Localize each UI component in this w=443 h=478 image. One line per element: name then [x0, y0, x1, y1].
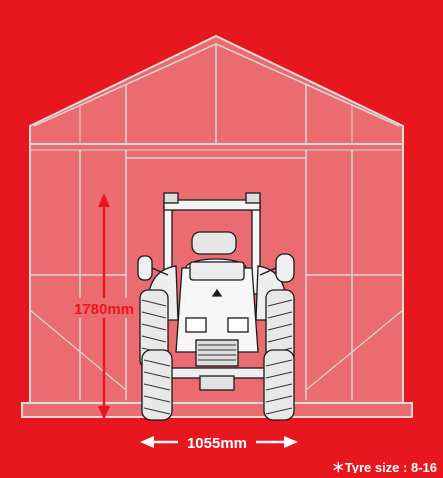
down-arrow-icon	[98, 406, 110, 420]
right-arrow-icon	[284, 436, 298, 448]
rear-tire-treads	[141, 299, 293, 355]
brace-left	[29, 309, 127, 391]
brace-right	[305, 309, 404, 391]
width-dimension: 1055mm	[140, 435, 298, 452]
mirror-right	[275, 253, 295, 283]
floor-sill	[21, 402, 413, 418]
tyre-size-footnote: ＊Tyre size : 8-16	[332, 460, 437, 473]
height-dimension: 1780mm	[70, 193, 138, 420]
up-arrow-icon	[98, 193, 110, 207]
rops-light-right	[245, 192, 261, 204]
front-tire-left	[141, 349, 173, 421]
rops-top-bar	[163, 199, 261, 211]
front-grille	[195, 339, 239, 367]
height-label-bg	[70, 298, 138, 318]
seat-back	[191, 231, 237, 255]
left-arrow-icon	[140, 436, 154, 448]
front-weight	[199, 375, 235, 391]
mirror-left	[137, 255, 153, 281]
rops-light-left	[163, 192, 179, 204]
width-label: 1055mm	[187, 435, 247, 452]
headlight-right	[227, 317, 249, 333]
front-tire-right	[263, 349, 295, 421]
brand-badge-icon	[211, 288, 223, 297]
grille-slats	[198, 344, 236, 361]
headlight-left	[185, 317, 207, 333]
front-tire-treads	[143, 359, 293, 415]
mirror-arm-left	[151, 267, 169, 276]
hood-top	[189, 261, 245, 281]
mirror-arm-right	[259, 267, 277, 276]
height-label: 1780mm	[74, 301, 134, 318]
tractor-front-view	[137, 192, 295, 421]
